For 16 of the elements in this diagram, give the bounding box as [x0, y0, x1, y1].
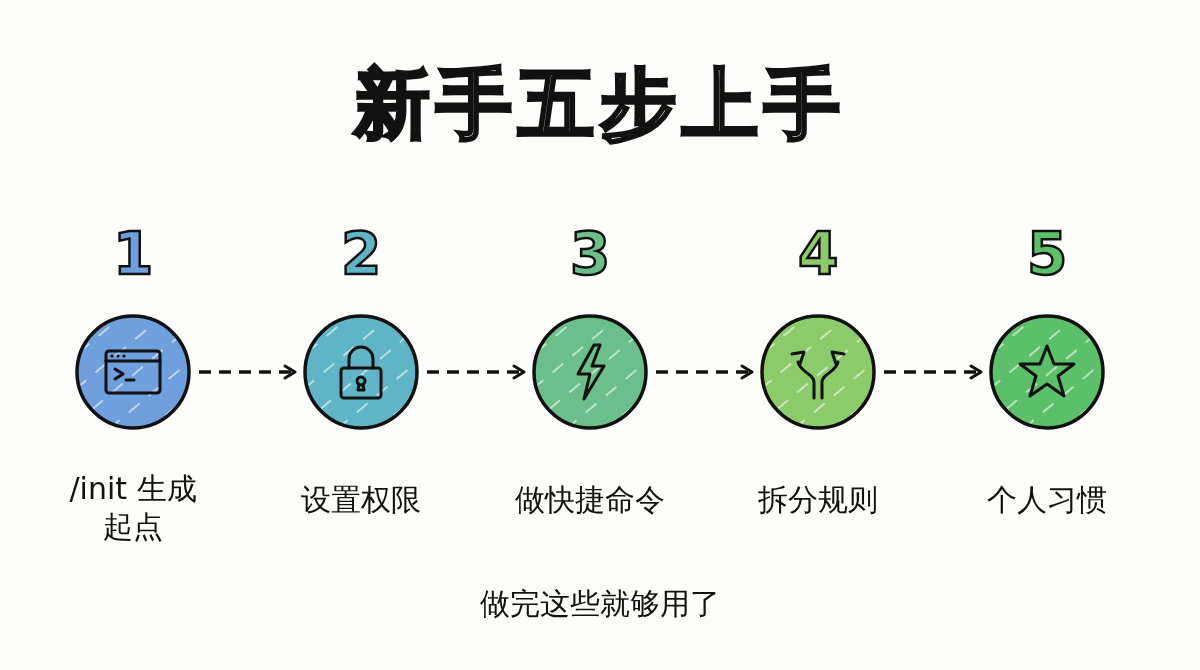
step-label: 拆分规则 [757, 481, 879, 519]
step-label: 个人习惯 [986, 481, 1108, 519]
dashed-arrow [884, 364, 983, 380]
dashed-arrow [199, 364, 297, 380]
step-number: 5 [1027, 225, 1068, 283]
step-label: 做快捷命令 [515, 481, 665, 519]
title: 新手五步上手 [354, 58, 846, 150]
dashed-arrow [427, 364, 526, 380]
step-label: /init 生成起点 [68, 470, 198, 545]
step-number: 3 [570, 225, 611, 283]
step-number: 4 [798, 225, 839, 283]
step-number: 1 [113, 225, 154, 283]
step-label: 设置权限 [300, 481, 422, 519]
dashed-arrow [656, 364, 754, 380]
caption: 做完这些就够用了 [480, 585, 720, 623]
step-number: 2 [341, 225, 382, 283]
